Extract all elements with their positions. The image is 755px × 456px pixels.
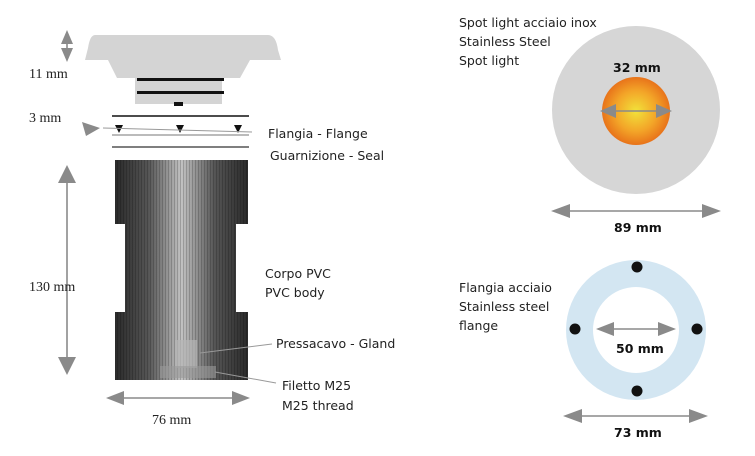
dim-50mm-arrow xyxy=(596,322,676,336)
body-label-it: Corpo PVC xyxy=(265,266,331,281)
cap-line-2 xyxy=(137,91,224,94)
thread-label-it: Filetto M25 xyxy=(282,378,351,393)
dim-130mm-label: 130 mm xyxy=(29,280,75,295)
flange-bolt-left xyxy=(569,323,581,335)
flange-label-en1: Stainless steel xyxy=(459,299,549,314)
thread-shape xyxy=(160,366,216,378)
spot-label-en2: Spot light xyxy=(459,53,519,68)
gland-pointer xyxy=(199,343,273,354)
dim-11mm-label: 11 mm xyxy=(29,67,68,82)
flange-label-it: Flangia acciaio xyxy=(459,280,552,295)
flange-label: Flangia - Flange xyxy=(268,126,368,141)
screw-marker-3 xyxy=(234,125,242,133)
thread-pointer xyxy=(214,371,277,384)
dim-3mm-arrow xyxy=(82,122,100,136)
dim-76mm-label: 76 mm xyxy=(152,413,191,428)
dim-73mm-label: 73 mm xyxy=(614,425,662,440)
dim-32mm-label: 32 mm xyxy=(613,60,661,75)
dim-89mm-arrow xyxy=(551,204,721,218)
flange-label-en2: flange xyxy=(459,318,498,333)
screw-marker-2 xyxy=(176,125,184,133)
screw-marker-1 xyxy=(115,125,123,133)
thread-label-en: M25 thread xyxy=(282,398,354,413)
flange-pointer xyxy=(102,127,253,133)
cap-knob xyxy=(174,102,183,106)
dim-32mm-arrow xyxy=(600,104,672,118)
dim-73mm-arrow xyxy=(563,409,708,423)
flange-bolt-top xyxy=(631,261,643,273)
body-label-en: PVC body xyxy=(265,285,325,300)
gland-label: Pressacavo - Gland xyxy=(276,336,395,351)
spot-label-en1: Stainless Steel xyxy=(459,34,551,49)
dim-76mm-arrow xyxy=(106,391,250,405)
flange-bolt-bottom xyxy=(631,385,643,397)
cap-shape xyxy=(85,35,281,104)
pvc-body-ribs xyxy=(115,160,248,380)
flange-bolt-right xyxy=(691,323,703,335)
dim-11mm-arrow xyxy=(61,30,73,62)
spot-label-it: Spot light acciaio inox xyxy=(459,15,597,30)
dim-50mm-label: 50 mm xyxy=(616,341,664,356)
dim-3mm-label: 3 mm xyxy=(29,111,61,126)
dim-130mm-arrow xyxy=(58,165,76,375)
gland-shape xyxy=(175,340,197,368)
dim-89mm-label: 89 mm xyxy=(614,220,662,235)
flange-hole xyxy=(593,287,679,373)
cap-line-1 xyxy=(137,78,224,81)
seal-label: Guarnizione - Seal xyxy=(270,148,384,163)
